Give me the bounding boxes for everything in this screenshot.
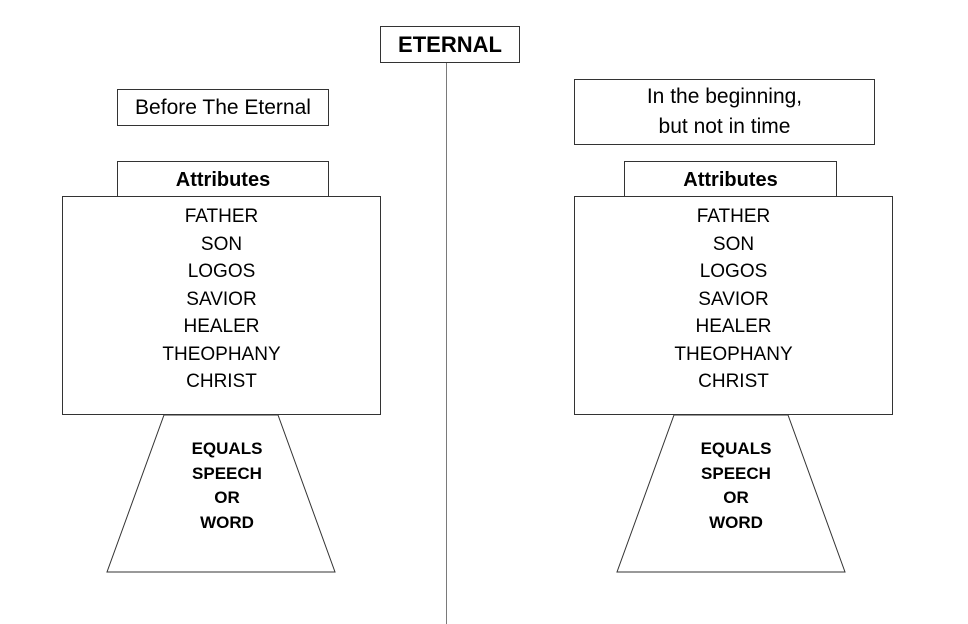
left-heading: Before The Eternal bbox=[135, 95, 311, 119]
left-attribute-item: SON bbox=[200, 233, 243, 255]
left-trapezoid-shape bbox=[106, 414, 336, 573]
right-heading-box: In the beginning, but not in time bbox=[574, 79, 875, 145]
left-attribute-item: FATHER bbox=[184, 206, 259, 227]
left-heading-box: Before The Eternal bbox=[117, 89, 329, 126]
left-attributes-title: Attributes bbox=[175, 168, 271, 191]
left-attributes-tab: Attributes bbox=[117, 161, 329, 198]
right-attribute-item: LOGOS bbox=[699, 261, 768, 282]
left-attributes-box: FATHER SON LOGOS SAVIOR HEALER THEOPHANY… bbox=[62, 196, 381, 415]
left-equals-line: EQUALS bbox=[191, 439, 263, 458]
right-attribute-item: SON bbox=[712, 233, 755, 255]
left-equals-text: EQUALS SPEECH OR WORD bbox=[157, 437, 297, 535]
right-attribute-item: THEOPHANY bbox=[674, 343, 793, 365]
right-equals-text: EQUALS SPEECH OR WORD bbox=[666, 437, 806, 535]
left-equals-line: OR bbox=[214, 488, 240, 507]
right-trapezoid-shape bbox=[616, 414, 846, 573]
right-equals-line: WORD bbox=[709, 512, 763, 532]
left-attribute-item: CHRIST bbox=[186, 371, 257, 392]
right-attributes-box: FATHER SON LOGOS SAVIOR HEALER THEOPHANY… bbox=[574, 196, 893, 415]
left-attribute-item: SAVIOR bbox=[186, 288, 257, 310]
right-attribute-item: FATHER bbox=[696, 206, 771, 227]
left-equals-line: WORD bbox=[200, 512, 254, 532]
right-attribute-item: HEALER bbox=[695, 316, 772, 337]
eternal-title-box: ETERNAL bbox=[380, 26, 520, 63]
eternal-title: ETERNAL bbox=[398, 31, 502, 57]
right-heading-line-2: but not in time bbox=[658, 115, 791, 138]
right-attribute-item: CHRIST bbox=[698, 371, 769, 392]
left-equals-line: SPEECH bbox=[192, 463, 262, 483]
left-attribute-item: HEALER bbox=[183, 316, 260, 337]
right-heading-line-1: In the beginning, bbox=[646, 85, 803, 108]
left-attribute-item: LOGOS bbox=[187, 261, 256, 282]
right-equals-line: EQUALS bbox=[700, 439, 772, 458]
right-attributes-title: Attributes bbox=[683, 168, 778, 191]
right-attribute-item: SAVIOR bbox=[698, 288, 769, 310]
right-equals-line: OR bbox=[723, 488, 749, 507]
right-attributes-list: FATHER SON LOGOS SAVIOR HEALER THEOPHANY… bbox=[575, 203, 892, 396]
right-attributes-tab: Attributes bbox=[624, 161, 837, 198]
right-equals-line: SPEECH bbox=[701, 463, 771, 483]
left-attribute-item: THEOPHANY bbox=[162, 343, 281, 365]
center-divider-line bbox=[446, 62, 447, 624]
left-attributes-list: FATHER SON LOGOS SAVIOR HEALER THEOPHANY… bbox=[63, 203, 380, 396]
